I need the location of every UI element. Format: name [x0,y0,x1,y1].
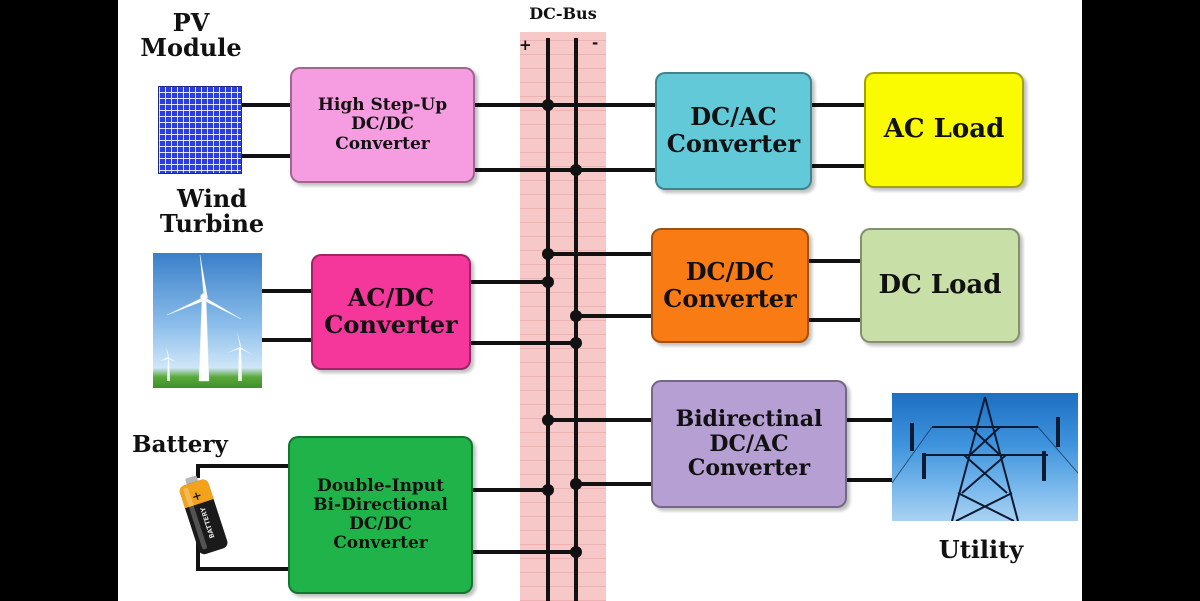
junction-dot [570,310,582,322]
tower-structure [892,396,1078,521]
double-input-converter: Double-Input Bi-Directional DC/DC Conver… [288,436,473,594]
battery-label: Battery [132,431,228,458]
junction-dot [570,478,582,490]
junction-dot [570,546,582,558]
wire-battery-neg [196,540,288,571]
junction-dot [542,414,554,426]
double-input-label: Double-Input Bi-Directional DC/DC Conver… [313,475,448,554]
ac-dc-label: AC/DC Converter [324,283,458,339]
wind-turbine-label: Wind Turbine [159,184,265,239]
ac-dc-converter: AC/DC Converter [311,254,471,370]
wind-turbine-icon [153,253,262,388]
solar-panel-icon [158,86,242,174]
dc-load: DC Load [860,228,1020,343]
junction-dot [542,484,554,496]
junction-dot [542,276,554,288]
bidirectional-converter: Bidirectinal DC/AC Converter [651,380,847,508]
wiring [196,38,892,601]
ac-load-label: AC Load [883,114,1005,145]
junction-dot [542,248,554,260]
dc-dc-converter: DC/DC Converter [651,228,809,343]
turbine-small [160,331,253,381]
dc-load-label: DC Load [878,269,1002,300]
bus-plus-sign: + [519,36,532,54]
high-step-up-label: High Step-Up DC/DC Converter [317,95,448,154]
svg-text:+: + [190,488,204,504]
junction-dot [570,164,582,176]
junction-dots [542,99,582,558]
junction-dot [570,337,582,349]
diagram-canvas: DC-Bus + - PV Module Wind Turbine [118,0,1082,601]
bus-minus-sign: - [592,34,599,52]
pv-module-label: PV Module [140,8,242,63]
junction-dot [542,99,554,111]
dc-ac-label: DC/AC Converter [666,102,801,158]
bidirectional-label: Bidirectinal DC/AC Converter [675,406,823,482]
turbine-main [166,254,242,382]
battery-icon: + BATTERY [168,470,238,560]
insulators [910,417,1060,481]
ac-load: AC Load [864,72,1024,188]
dc-ac-converter: DC/AC Converter [655,72,812,190]
wire-battery-pos [196,464,288,478]
dc-dc-label: DC/DC Converter [663,256,797,313]
high-step-up-converter: High Step-Up DC/DC Converter [290,67,475,183]
dc-bus-title: DC-Bus [529,4,597,23]
utility-label: Utility [938,535,1024,564]
transmission-tower-icon [892,393,1078,521]
